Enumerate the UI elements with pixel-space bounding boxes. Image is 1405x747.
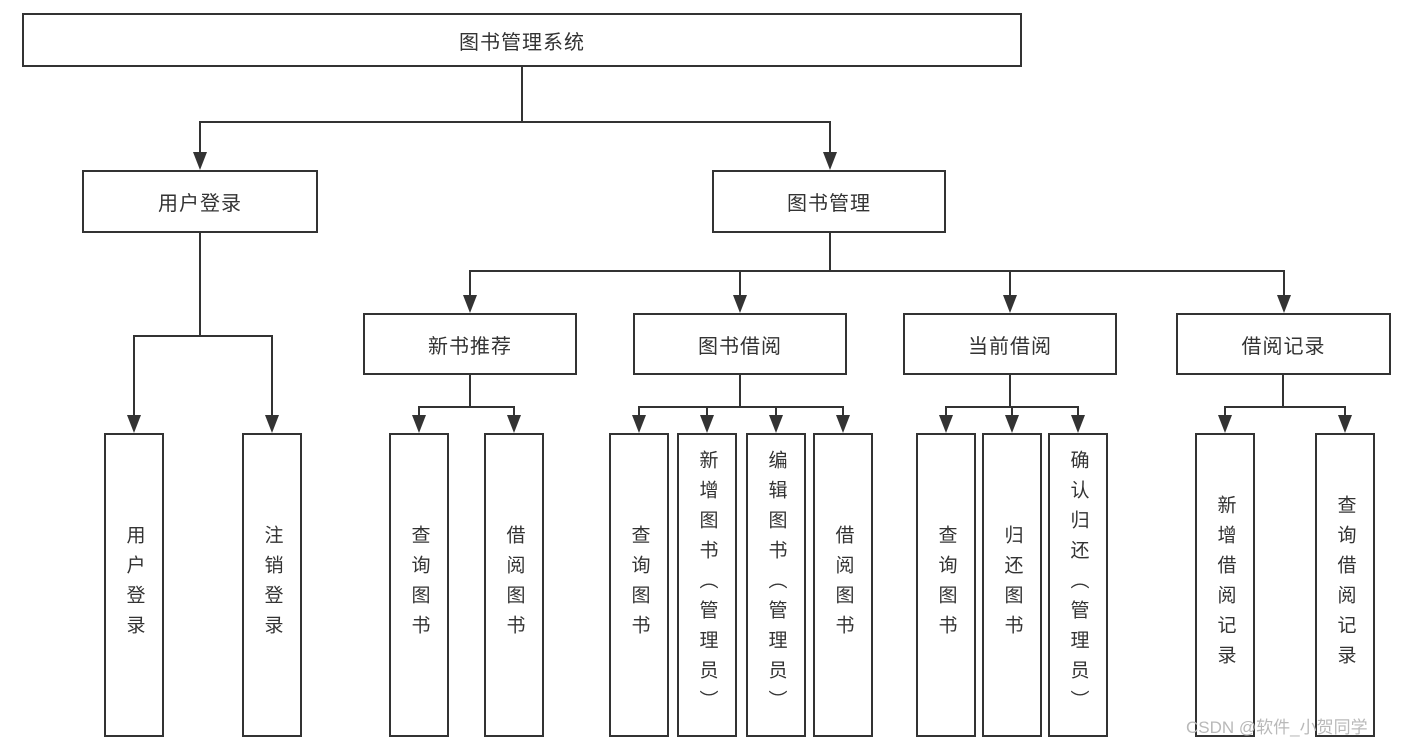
node-label: 查询图书 (408, 525, 430, 645)
arrowhead-down-icon (823, 152, 837, 170)
node-label: 图书管理 (787, 193, 871, 215)
leaf-confirm-return-admin: 确认归还（管理员） (1048, 433, 1108, 737)
connector-line (199, 121, 201, 157)
leaf-query-borrow-record: 查询借阅记录 (1315, 433, 1375, 737)
node-user-login-group: 用户登录 (82, 170, 318, 233)
connector-line (775, 406, 777, 418)
leaf-query-books-current: 查询图书 (916, 433, 976, 737)
arrowhead-down-icon (412, 415, 426, 433)
arrowhead-down-icon (733, 295, 747, 313)
leaf-query-books-recommend: 查询图书 (389, 433, 449, 737)
node-new-book-recommend: 新书推荐 (363, 313, 577, 375)
csdn-watermark: CSDN @软件_小贺同学 (1186, 718, 1368, 737)
arrowhead-down-icon (507, 415, 521, 433)
node-current-borrow: 当前借阅 (903, 313, 1117, 375)
node-borrow-records: 借阅记录 (1176, 313, 1391, 375)
leaf-query-books-borrow: 查询图书 (609, 433, 669, 737)
arrowhead-down-icon (836, 415, 850, 433)
node-book-management: 图书管理 (712, 170, 946, 233)
arrowhead-down-icon (1277, 295, 1291, 313)
node-label: 查询借阅记录 (1334, 495, 1356, 675)
connector-line (1009, 375, 1011, 408)
node-label: 图书管理系统 (459, 31, 585, 54)
leaf-logout: 注销登录 (242, 433, 302, 737)
connector-line (199, 121, 831, 123)
node-label: 借阅图书 (832, 525, 854, 645)
node-label: 借阅记录 (1241, 335, 1326, 358)
connector-line (1224, 406, 1346, 408)
leaf-add-borrow-record: 新增借阅记录 (1195, 433, 1255, 737)
node-label: 归还图书 (1001, 525, 1023, 645)
connector-line (706, 406, 708, 418)
node-label: 编辑图书（管理员） (765, 450, 787, 720)
connector-line (199, 233, 201, 337)
connector-line (945, 406, 947, 418)
connector-line (638, 406, 640, 418)
connector-line (418, 406, 515, 408)
leaf-edit-books-admin: 编辑图书（管理员） (746, 433, 806, 737)
connector-line (469, 375, 471, 408)
connector-line (1011, 406, 1013, 418)
arrowhead-down-icon (463, 295, 477, 313)
connector-line (829, 233, 831, 272)
node-label: 图书借阅 (698, 335, 782, 358)
node-label: 借阅图书 (503, 525, 525, 645)
connector-line (1344, 406, 1346, 418)
leaf-return-books: 归还图书 (982, 433, 1042, 737)
node-label: 查询图书 (628, 525, 650, 645)
connector-line (521, 67, 523, 123)
node-book-borrow: 图书借阅 (633, 313, 847, 375)
node-label: 当前借阅 (968, 335, 1052, 358)
arrowhead-down-icon (1218, 415, 1232, 433)
arrowhead-down-icon (769, 415, 783, 433)
connector-line (133, 335, 273, 337)
connector-line (829, 121, 831, 157)
connector-line (1009, 270, 1011, 298)
connector-line (271, 335, 273, 418)
connector-line (739, 375, 741, 408)
connector-line (638, 406, 844, 408)
arrowhead-down-icon (632, 415, 646, 433)
node-label: 查询图书 (935, 525, 957, 645)
node-label: 新增图书（管理员） (696, 450, 718, 720)
connector-line (1282, 375, 1284, 408)
node-library-management-system: 图书管理系统 (22, 13, 1022, 67)
arrowhead-down-icon (1003, 295, 1017, 313)
connector-line (1224, 406, 1226, 418)
leaf-borrow-books-recommend: 借阅图书 (484, 433, 544, 737)
node-label: 新书推荐 (428, 335, 512, 358)
arrowhead-down-icon (265, 415, 279, 433)
arrowhead-down-icon (1338, 415, 1352, 433)
node-label: 用户登录 (158, 193, 242, 215)
arrowhead-down-icon (127, 415, 141, 433)
connector-line (469, 270, 1285, 272)
arrowhead-down-icon (193, 152, 207, 170)
arrowhead-down-icon (939, 415, 953, 433)
arrowhead-down-icon (1005, 415, 1019, 433)
node-label: 新增借阅记录 (1214, 495, 1236, 675)
connector-line (842, 406, 844, 418)
connector-line (418, 406, 420, 418)
leaf-user-login: 用户登录 (104, 433, 164, 737)
node-label: 确认归还（管理员） (1067, 450, 1089, 720)
connector-line (133, 335, 135, 418)
node-label: 用户登录 (123, 525, 145, 645)
connector-line (739, 270, 741, 298)
leaf-add-books-admin: 新增图书（管理员） (677, 433, 737, 737)
connector-line (1077, 406, 1079, 418)
node-label: 注销登录 (261, 525, 283, 645)
connector-line (513, 406, 515, 418)
arrowhead-down-icon (1071, 415, 1085, 433)
connector-line (469, 270, 471, 298)
arrowhead-down-icon (700, 415, 714, 433)
leaf-borrow-books: 借阅图书 (813, 433, 873, 737)
connector-line (1283, 270, 1285, 298)
